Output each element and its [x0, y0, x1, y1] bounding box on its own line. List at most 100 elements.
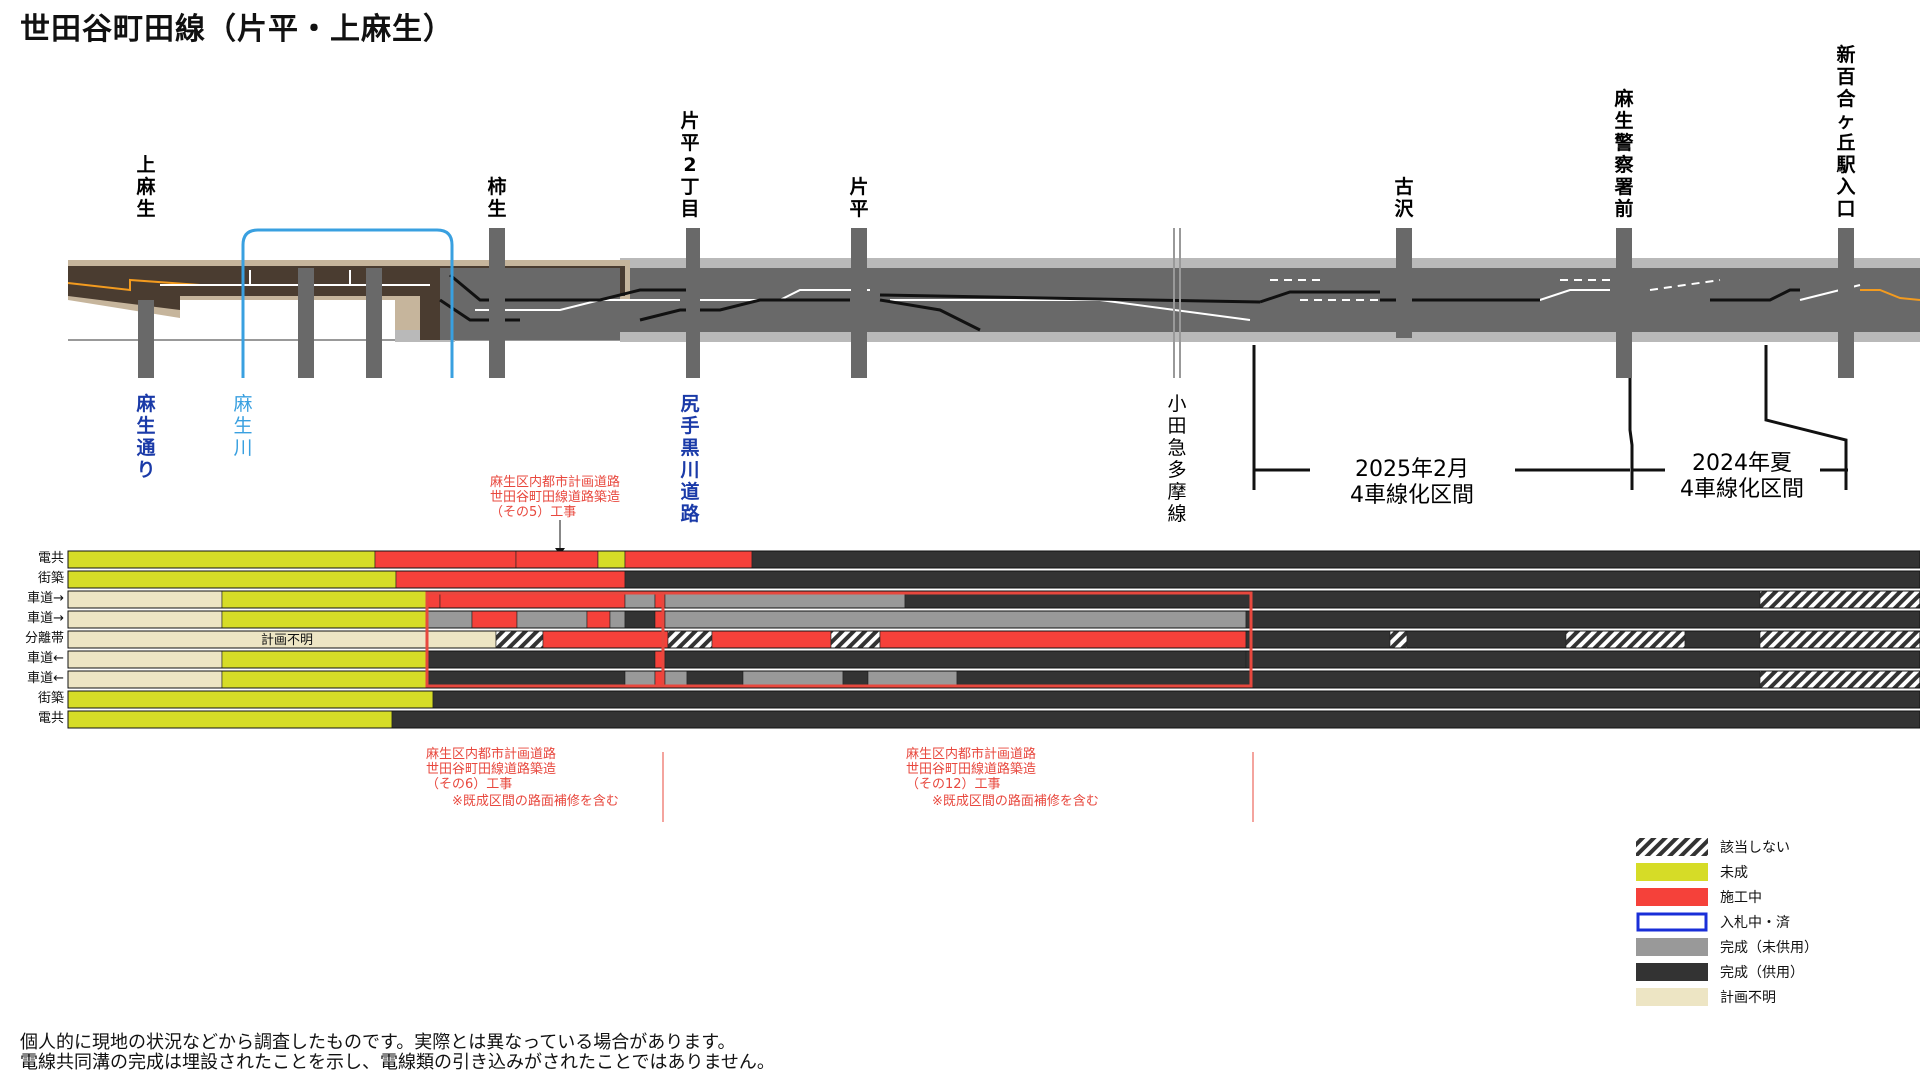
crossing-odakyu-tama: 小田急多摩線	[1167, 393, 1186, 525]
segment-r4-s7	[879, 630, 1247, 649]
railway-odakyu-tama	[1173, 228, 1181, 378]
segment-r1-s1	[395, 570, 626, 589]
legend-label-bidding: 入札中・済	[1720, 915, 1790, 931]
segment-r3-s10	[1245, 610, 1920, 629]
segment-r4-s13	[1759, 630, 1920, 649]
row-label-3: 車道→	[27, 611, 64, 626]
row-label-1: 街築	[38, 571, 64, 586]
segment-r4-s8	[1245, 630, 1391, 649]
segment-r4-s4	[667, 630, 713, 649]
segment-r4-s9	[1389, 630, 1408, 649]
crossing-asao-dori: 麻生通り	[135, 392, 156, 481]
row-label-7: 街築	[38, 691, 64, 706]
segment-r8-s1	[391, 710, 1920, 729]
svg-text:麻生区内都市計画道路: 麻生区内都市計画道路	[426, 746, 556, 762]
phase-brackets	[1252, 345, 1848, 490]
segment-r4-s10	[1406, 630, 1567, 649]
legend-label-done_unused: 完成（未供用）	[1720, 940, 1818, 956]
legend-label-construction: 施工中	[1720, 890, 1762, 906]
row-frame-5	[67, 650, 1920, 669]
segment-r3-s5	[586, 610, 611, 629]
row-label-8: 電共	[38, 711, 64, 726]
segment-r3-s6	[609, 610, 626, 629]
legend-label-done_used: 完成（供用）	[1720, 965, 1804, 981]
segment-r4-s0	[67, 630, 428, 649]
row-frame-3	[67, 610, 1920, 629]
segment-r6-s1	[221, 670, 428, 689]
footnote-2: 電線共同溝の完成は埋設されたことを示し、電線類の引き込みがされたことではありませ…	[20, 1052, 775, 1073]
legend-label-unbuilt: 未成	[1720, 865, 1748, 881]
svg-text:（その12）工事: （その12）工事	[906, 777, 1001, 792]
row-frame-4	[67, 630, 1920, 649]
river-asao	[241, 228, 454, 378]
svg-text:麻生区内都市計画道路: 麻生区内都市計画道路	[490, 474, 620, 490]
segment-r5-s4	[664, 650, 1247, 669]
cross-street-police	[1616, 228, 1632, 378]
phase-labels: 2025年2月 4車線化区間 2024年夏 4車線化区間	[1350, 451, 1804, 508]
legend-swatch-construction	[1636, 888, 1708, 906]
segment-r2-s0	[67, 590, 223, 609]
row-frame-1	[67, 570, 1920, 589]
segment-r0-s0	[67, 550, 376, 569]
station-kamiasao: 上麻生	[135, 154, 156, 220]
phase-2025-title: 2025年2月	[1355, 457, 1469, 482]
segment-r0-s5	[751, 550, 1920, 569]
row-label-0: 電共	[38, 551, 64, 566]
cross-street-shinyurigaoka	[1838, 228, 1854, 378]
segment-r5-s1	[221, 650, 428, 669]
segment-r3-s9	[664, 610, 1247, 629]
note-contract12: 麻生区内都市計画道路 世田谷町田線道路築造 （その12）工事 ※既成区間の路面補…	[906, 746, 1099, 809]
row-label-2: 車道→	[27, 591, 64, 606]
road-map	[67, 228, 1920, 378]
segment-r1-s2	[624, 570, 1920, 589]
segment-r3-s1	[221, 610, 428, 629]
segment-r3-s2	[426, 610, 473, 629]
row-frame-7	[67, 690, 1920, 709]
segment-r5-s2	[426, 650, 656, 669]
segment-r7-s1	[432, 690, 1920, 709]
cross-street-furusawa	[1396, 228, 1412, 338]
cross-street-asao-dori	[138, 300, 154, 378]
segment-r6-s0	[67, 670, 223, 689]
segment-r4-s5	[711, 630, 832, 649]
cross-street-shiritegurokawa	[686, 228, 700, 378]
segment-r3-s3	[471, 610, 518, 629]
svg-text:世田谷町田線道路築造: 世田谷町田線道路築造	[490, 489, 620, 505]
station-furusawa: 古沢	[1394, 175, 1414, 220]
legend-label-na: 該当しない	[1720, 840, 1790, 856]
status-segments	[67, 550, 1920, 729]
svg-text:世田谷町田線道路築造: 世田谷町田線道路築造	[906, 761, 1036, 777]
svg-text:※既成区間の路面補修を含む: ※既成区間の路面補修を含む	[932, 793, 1099, 809]
station-kakio: 柿生	[487, 175, 506, 220]
segment-r5-s0	[67, 650, 223, 669]
segment-r4-s11	[1565, 630, 1686, 649]
segment-r4-s12	[1684, 630, 1761, 649]
svg-text:世田谷町田線道路築造: 世田谷町田線道路築造	[426, 761, 556, 777]
row-frame-0	[67, 550, 1920, 569]
page-title: 世田谷町田線（片平・上麻生）	[20, 12, 454, 47]
svg-text:（その5）工事: （その5）工事	[490, 505, 576, 520]
crossing-shiritegurokawa: 尻手黒川道路	[679, 393, 700, 525]
status-table: 電共 街築 車道→ 車道→ 分離帯 車道← 車道← 街築 電共 計画不明	[25, 550, 1920, 729]
segment-r6-s11	[1759, 670, 1920, 689]
cross-street-katahira	[851, 228, 867, 378]
legend-label-unknown: 計画不明	[1720, 990, 1776, 1006]
row-label-5: 車道←	[27, 651, 64, 666]
legend-swatch-unknown	[1636, 988, 1708, 1006]
svg-text:※既成区間の路面補修を含む: ※既成区間の路面補修を含む	[452, 793, 619, 809]
segment-r7-s0	[67, 690, 434, 709]
station-shinyurigaoka: 新百合ヶ丘駅入口	[1835, 43, 1856, 220]
segment-r0-s1	[374, 550, 517, 569]
segment-r4-s2	[495, 630, 544, 649]
segment-r4-s3	[542, 630, 669, 649]
segment-r4-s6	[830, 630, 881, 649]
cross-street-kakio	[489, 228, 505, 378]
svg-text:（その6）工事: （その6）工事	[426, 777, 512, 792]
segment-r3-s0	[67, 610, 223, 629]
row-frame-8	[67, 710, 1920, 729]
segment-r2-s8	[1759, 590, 1920, 609]
